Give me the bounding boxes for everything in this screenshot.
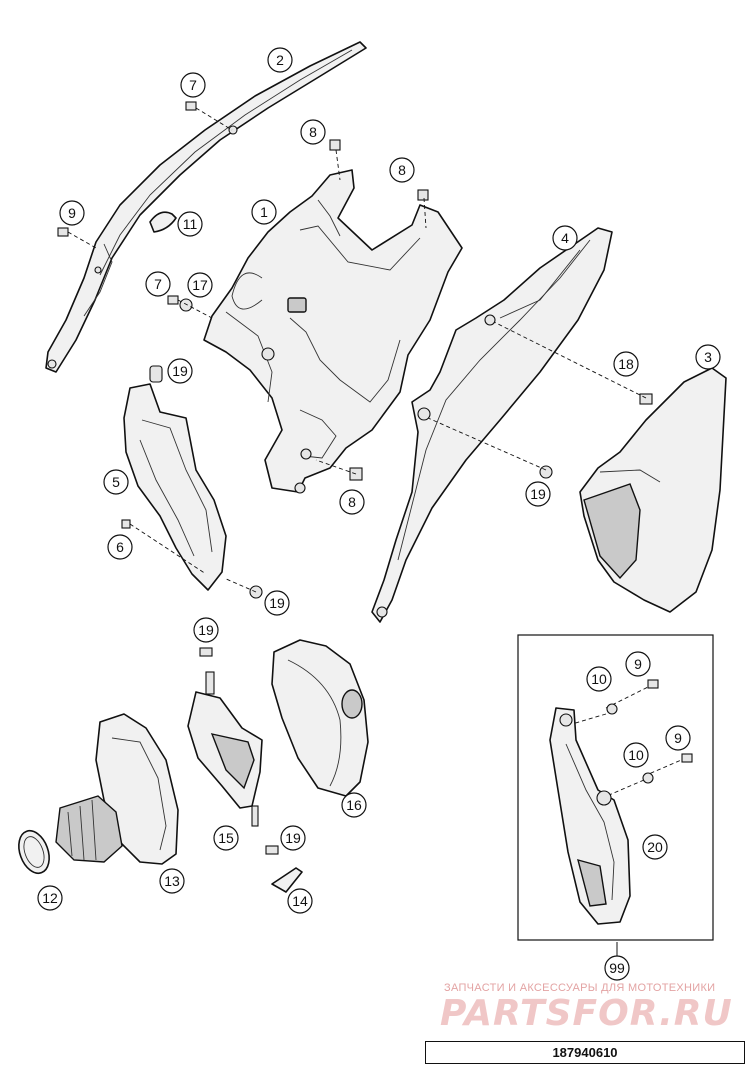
svg-text:17: 17 (192, 277, 208, 293)
callout-17: 17 (187, 272, 213, 298)
callout-19-panel: 19 (525, 481, 551, 507)
callout-9-rail: 9 (59, 200, 85, 226)
callout-1: 1 (251, 199, 277, 225)
svg-text:18: 18 (618, 356, 634, 372)
svg-text:5: 5 (112, 474, 120, 490)
svg-text:12: 12 (42, 890, 58, 906)
part-12-hose-clamp (18, 829, 50, 875)
part-11-clip (149, 211, 177, 233)
part-5-filter-cage (123, 365, 227, 591)
watermark-site: PARTSFOR.RU (440, 993, 733, 1034)
part-13-intake-housing (55, 713, 179, 865)
svg-text:7: 7 (154, 276, 162, 292)
part-16-air-filter (271, 639, 369, 797)
svg-text:1: 1 (260, 204, 268, 220)
callout-7-lower: 7 (145, 271, 171, 297)
svg-text:19: 19 (269, 595, 285, 611)
callout-13: 13 (159, 868, 185, 894)
callouts: 1 2 3 4 5 6 7 7 8 8 8 9 9 9 10 10 11 12 … (37, 47, 721, 981)
document-number: 187940610 (425, 1041, 745, 1064)
svg-text:15: 15 (218, 830, 234, 846)
svg-text:13: 13 (164, 873, 180, 889)
callout-3: 3 (695, 344, 721, 370)
callout-20: 20 (642, 834, 668, 860)
svg-text:2: 2 (276, 52, 284, 68)
svg-text:8: 8 (348, 494, 356, 510)
part-15-filter-support (187, 671, 263, 827)
watermark-tagline: ЗАПЧАСТИ И АКСЕССУАРЫ ДЛЯ МОТОТЕХНИКИ (444, 982, 716, 994)
svg-text:19: 19 (285, 830, 301, 846)
hardware-fasteners (57, 101, 653, 855)
svg-text:4: 4 (561, 230, 569, 246)
callout-16: 16 (341, 792, 367, 818)
svg-text:14: 14 (292, 893, 308, 909)
svg-text:10: 10 (628, 747, 644, 763)
callout-19-support-top: 19 (193, 617, 219, 643)
leader-lines (67, 107, 687, 958)
svg-text:6: 6 (116, 539, 124, 555)
part-14-bracket (271, 867, 303, 893)
callout-15: 15 (213, 825, 239, 851)
svg-text:16: 16 (346, 797, 362, 813)
svg-text:9: 9 (634, 656, 642, 672)
callout-6: 6 (107, 534, 133, 560)
inset-box-99 (517, 634, 714, 941)
callout-4: 4 (552, 225, 578, 251)
part-1-airbox-frame (203, 169, 463, 494)
part-4-side-panel (371, 227, 613, 623)
callout-10-lower: 10 (623, 742, 649, 768)
callout-99: 99 (604, 955, 630, 981)
callout-8-bottom: 8 (339, 489, 365, 515)
callout-18: 18 (613, 351, 639, 377)
callout-19-cage-bottom: 19 (264, 590, 290, 616)
callout-8-top-right: 8 (389, 157, 415, 183)
callout-10-upper: 10 (586, 666, 612, 692)
svg-text:7: 7 (189, 77, 197, 93)
svg-text:19: 19 (172, 363, 188, 379)
callout-8-top-left: 8 (300, 119, 326, 145)
svg-text:3: 3 (704, 349, 712, 365)
callout-19-cage-top: 19 (167, 358, 193, 384)
callout-5: 5 (103, 469, 129, 495)
callout-12: 12 (37, 885, 63, 911)
svg-text:11: 11 (183, 216, 198, 232)
svg-text:8: 8 (309, 124, 317, 140)
svg-text:9: 9 (674, 730, 682, 746)
callout-2: 2 (267, 47, 293, 73)
part-3-side-cover (579, 367, 727, 613)
callout-9-inset-lower: 9 (665, 725, 691, 751)
svg-text:10: 10 (591, 671, 607, 687)
callout-19-support-bottom: 19 (280, 825, 306, 851)
callout-9-inset-upper: 9 (625, 651, 651, 677)
svg-text:9: 9 (68, 205, 76, 221)
callout-14: 14 (287, 888, 313, 914)
svg-text:20: 20 (647, 839, 663, 855)
part-2-side-rail (45, 41, 367, 373)
svg-text:99: 99 (609, 960, 625, 976)
svg-text:8: 8 (398, 162, 406, 178)
svg-text:19: 19 (198, 622, 214, 638)
svg-text:19: 19 (530, 486, 546, 502)
callout-7-upper: 7 (180, 72, 206, 98)
callout-11: 11 (177, 211, 203, 237)
